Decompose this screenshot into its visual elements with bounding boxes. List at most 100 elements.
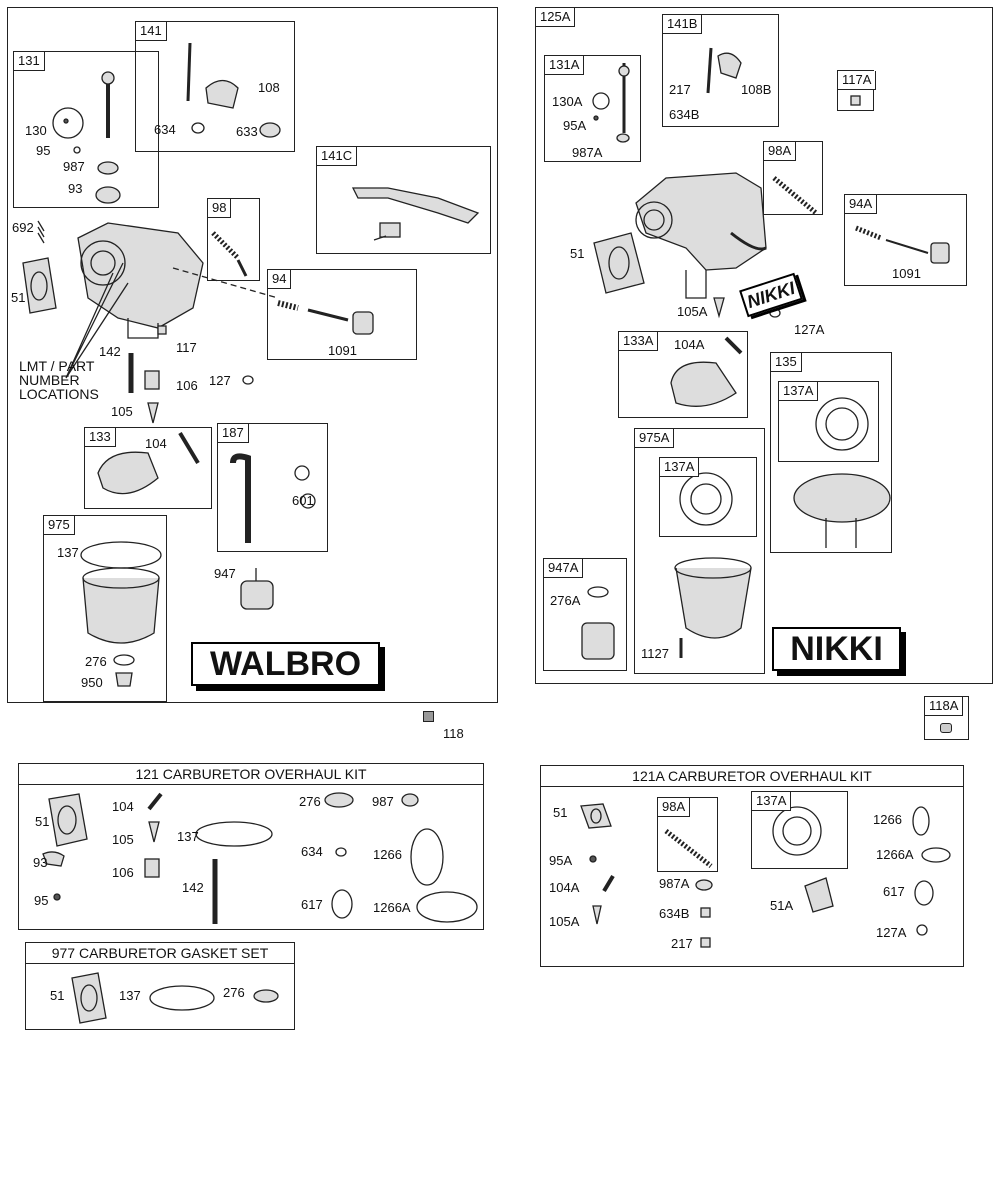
kit121a-part-51a: 51A — [770, 898, 794, 913]
group-141c-box: 141C — [316, 146, 491, 254]
group-98-box: 98 — [207, 198, 260, 281]
kit-121-panel: 121 CARBURETOR OVERHAUL KIT 51 104 105 9… — [18, 763, 484, 930]
part-634b-label: 634B — [669, 107, 700, 122]
part-51-label: 51 — [570, 246, 585, 261]
part-105-label: 105 — [111, 404, 133, 419]
group-141-tag: 141 — [136, 22, 167, 41]
group-137a-tag-135: 137A — [779, 382, 819, 401]
part-104a-label: 104A — [674, 337, 705, 352]
nikki-brand-label: NIKKI — [772, 627, 901, 671]
part-93-label: 93 — [68, 181, 83, 196]
kit-977-panel: 977 CARBURETOR GASKET SET 51 137 276 — [25, 942, 295, 1030]
part-130a-label: 130A — [552, 94, 583, 109]
part-95-label: 95 — [36, 143, 51, 158]
kit121-part-276: 276 — [299, 794, 321, 809]
part-105a-label: 105A — [677, 304, 708, 319]
part-947-label: 947 — [214, 566, 236, 581]
lmt-callout-line1: LMT / PART — [19, 358, 95, 374]
group-131-box: 131 — [13, 51, 159, 208]
walbro-brand-label: WALBRO — [191, 642, 380, 686]
kit121a-part-95a: 95A — [549, 853, 573, 868]
group-94a-box: 94A — [844, 194, 967, 286]
part-1091-label: 1091 — [892, 266, 921, 281]
kit121-part-51: 51 — [35, 814, 50, 829]
part-106-label: 106 — [176, 378, 198, 393]
group-187-box: 187 — [217, 423, 328, 552]
kit977-part-51: 51 — [50, 988, 65, 1003]
part-276-label: 276 — [85, 654, 107, 669]
nikki-panel: 125A 131A 130A — [535, 7, 993, 684]
kit121a-part-987a: 987A — [659, 876, 690, 891]
group-141b-box: 141B — [662, 14, 779, 127]
group-133-box: 133 — [84, 427, 212, 509]
kit121a-part-104a: 104A — [549, 880, 580, 895]
kit121a-part-1266a: 1266A — [876, 847, 914, 862]
group-137a-box-975: 137A — [659, 457, 757, 537]
group-947a-box: 947A — [543, 558, 627, 671]
group-975-tag: 975 — [44, 516, 75, 535]
part-118-label: 118 — [443, 726, 464, 741]
part-634-label: 634 — [154, 122, 176, 137]
part-950-label: 950 — [81, 675, 103, 690]
part-692-label: 692 — [12, 220, 34, 235]
kit-121a-art — [580, 803, 951, 948]
kit121-part-93: 93 — [33, 855, 48, 870]
kit121a-part-1266: 1266 — [873, 812, 902, 827]
group-135-box: 135 137A — [770, 352, 892, 553]
part-108-label: 108 — [258, 80, 280, 95]
part-987-label: 987 — [63, 159, 85, 174]
group-141c-tag: 141C — [317, 147, 358, 166]
part-137-label: 137 — [57, 545, 79, 560]
walbro-diagram-art — [22, 42, 480, 687]
kit-977-art — [71, 972, 279, 1024]
group-125a-tag: 125A — [536, 8, 576, 27]
group-118a-tag: 118A — [925, 697, 964, 716]
part-276a-label: 276A — [550, 593, 581, 608]
group-117a-box: 117A — [837, 70, 877, 111]
group-94a-tag: 94A — [845, 195, 878, 214]
group-131a-box: 131A — [544, 55, 641, 162]
kit121-part-142: 142 — [182, 880, 204, 895]
part-217-label: 217 — [669, 82, 691, 97]
part-127-label: 127 — [209, 373, 231, 388]
kit977-part-276: 276 — [223, 985, 245, 1000]
group-975a-box: 975A 137A — [634, 428, 765, 674]
group-947a-tag: 947A — [544, 559, 584, 578]
group-141b-tag: 141B — [663, 15, 703, 34]
kit121a-group-98a-box: 98A — [657, 797, 718, 872]
part-51-label: 51 — [11, 290, 26, 305]
group-133a-tag: 133A — [619, 332, 659, 351]
part-108b-label: 108B — [741, 82, 772, 97]
walbro-panel: 131 130 95 987 93 141 108 634 633 141C 9… — [7, 7, 498, 703]
kit-121a-panel: 121A CARBURETOR OVERHAUL KIT 51 95A 104A… — [540, 765, 964, 967]
kit121-part-95: 95 — [34, 893, 49, 908]
kit121a-part-105a: 105A — [549, 914, 580, 929]
kit121-part-987: 987 — [372, 794, 394, 809]
kit121-part-1266: 1266 — [373, 847, 402, 862]
kit121-part-104: 104 — [112, 799, 134, 814]
part-95a-label: 95A — [563, 118, 587, 133]
group-94-box: 94 — [267, 269, 417, 360]
lmt-callout-line3: LOCATIONS — [19, 386, 99, 402]
group-117a-tag: 117A — [838, 71, 877, 90]
kit121a-part-51: 51 — [553, 805, 568, 820]
group-133a-box: 133A — [618, 331, 748, 418]
part-601-label: 601 — [292, 493, 314, 508]
kit-977-title: 977 CARBURETOR GASKET SET — [26, 943, 294, 964]
kit121-part-137: 137 — [177, 829, 199, 844]
group-118a-box: 118A — [924, 696, 969, 740]
part-633-label: 633 — [236, 124, 258, 139]
part-118a-icon — [940, 723, 952, 733]
kit121a-group-137a-tag: 137A — [752, 792, 792, 811]
nikki-diagram-art — [581, 47, 950, 660]
kit121a-part-127a: 127A — [876, 925, 907, 940]
group-98-tag: 98 — [208, 199, 232, 218]
group-98a-box: 98A — [763, 141, 823, 215]
kit121a-group-98a-tag: 98A — [658, 798, 691, 817]
kit121-part-634: 634 — [301, 844, 323, 859]
group-975-box: 975 — [43, 515, 167, 702]
kit-121-title: 121 CARBURETOR OVERHAUL KIT — [19, 764, 483, 785]
group-141-box: 141 — [135, 21, 295, 152]
kit-121a-title: 121A CARBURETOR OVERHAUL KIT — [541, 766, 963, 787]
group-137a-tag-975: 137A — [660, 458, 700, 477]
